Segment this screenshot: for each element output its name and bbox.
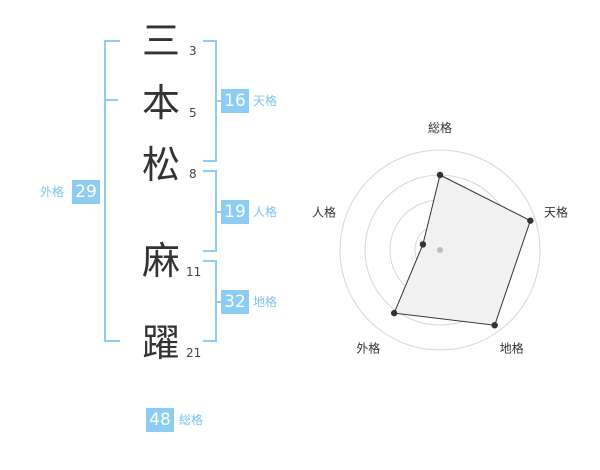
name-char-2: 本 bbox=[141, 81, 180, 125]
radar-point-1 bbox=[436, 171, 444, 179]
stroke-count-3: 8 bbox=[189, 167, 197, 181]
radar-point-3 bbox=[491, 322, 498, 329]
radar-center bbox=[437, 247, 443, 253]
radar-axis-label-4: 外格 bbox=[356, 341, 380, 356]
radar-axis-label-5: 人格 bbox=[312, 204, 336, 219]
chikaku-label: 地格 bbox=[253, 295, 278, 309]
stroke-count-5: 21 bbox=[186, 346, 202, 360]
tenkaku-label: 天格 bbox=[253, 94, 278, 108]
tenkaku-value: 16 bbox=[221, 89, 249, 113]
jinkaku-tick bbox=[215, 211, 221, 213]
stroke-count-1: 3 bbox=[189, 44, 197, 58]
soukaku-value: 48 bbox=[146, 408, 174, 432]
radar-axis-label-3: 地格 bbox=[500, 341, 524, 356]
stroke-count-2: 5 bbox=[189, 106, 197, 120]
soukaku-label: 総格 bbox=[179, 413, 204, 427]
gaikaku-bracket bbox=[104, 40, 120, 342]
radar-axis-label-1: 総格 bbox=[428, 120, 452, 135]
chikaku-tick bbox=[215, 301, 221, 303]
radar-area bbox=[393, 174, 531, 326]
name-char-5: 躍 bbox=[141, 321, 180, 365]
radar-point-5 bbox=[419, 241, 427, 248]
name-char-3: 松 bbox=[141, 143, 180, 187]
jinkaku-label: 人格 bbox=[253, 205, 278, 219]
name-char-4: 麻 bbox=[141, 239, 180, 283]
gaikaku-bracket-tick bbox=[104, 99, 118, 101]
name-char-1: 三 bbox=[141, 19, 180, 63]
radar-axis-label-2: 天格 bbox=[544, 204, 568, 219]
tenkaku-tick bbox=[215, 100, 221, 102]
radar-ring bbox=[339, 149, 541, 351]
radar-point-2 bbox=[527, 217, 534, 224]
chikaku-value: 32 bbox=[221, 290, 249, 314]
gaikaku-value: 29 bbox=[72, 180, 100, 204]
gaikaku-label: 外格 bbox=[40, 185, 65, 199]
stroke-count-4: 11 bbox=[186, 265, 202, 279]
radar-point-4 bbox=[390, 309, 398, 317]
jinkaku-value: 19 bbox=[221, 200, 249, 224]
